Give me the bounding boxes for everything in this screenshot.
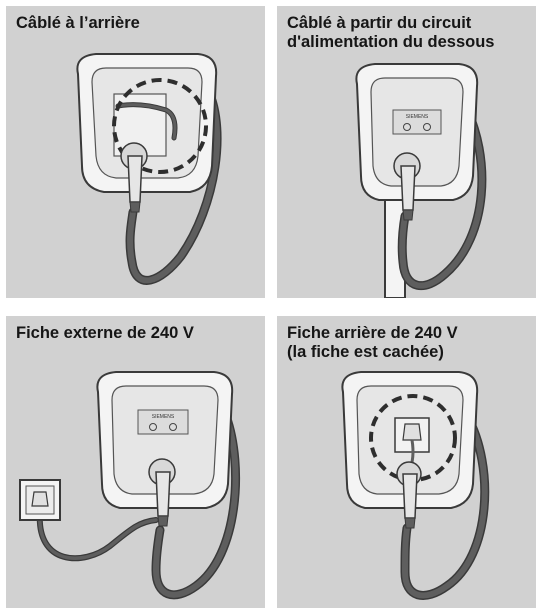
panel-hardwired-below: Câblé à partir du circuit d'alimentation… [277,6,536,298]
charger-illustration-hardwired-back [76,53,222,285]
panel-external-plug: Fiche externe de 240 V SIEMENS [6,316,265,608]
charger-illustration-external-plug: SIEMENS [19,371,241,600]
brand-label: SIEMENS [152,414,175,420]
panel-title: Fiche externe de 240 V [16,324,194,342]
panel-title: Fiche arrière de 240 V (la fiche est cac… [287,324,458,361]
brand-label: SIEMENS [406,114,429,120]
panel-hardwired-back: Câblé à l’arrière [6,6,265,298]
panel-rear-plug: Fiche arrière de 240 V (la fiche est cac… [277,316,536,608]
charger-illustration-rear-plug [341,371,490,600]
panel-title: Câblé à l’arrière [16,14,140,32]
panel-title: Câblé à partir du circuit d'alimentation… [287,14,495,51]
charger-illustration-hardwired-below: SIEMENS [355,63,487,298]
